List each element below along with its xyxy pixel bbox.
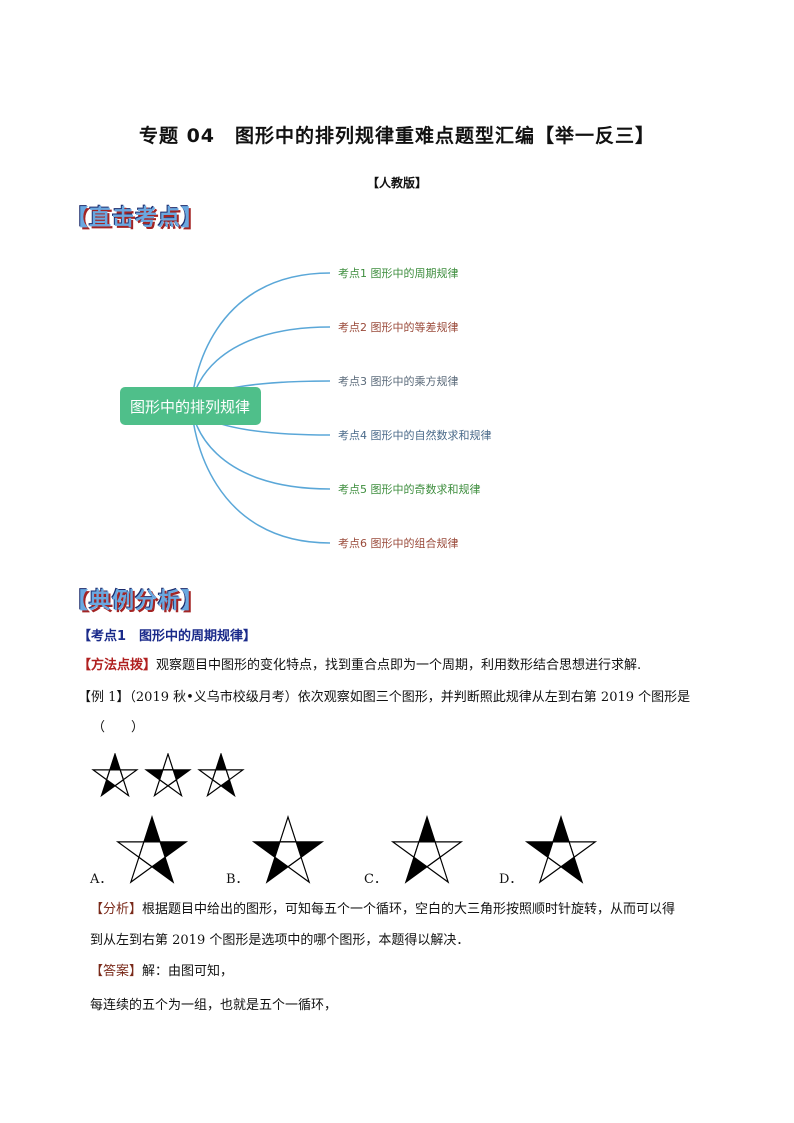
example-line-2: （ ） <box>92 720 145 735</box>
option-c-star <box>390 815 464 884</box>
answer-tag: 【答案】 <box>90 964 143 979</box>
option-a-star <box>115 815 189 884</box>
star-figure-1 <box>91 753 139 798</box>
analysis-tag: 【分析】 <box>90 902 143 917</box>
mindmap-center-box <box>120 387 261 425</box>
mindmap-branch-line <box>191 272 331 407</box>
answer-line-2: 每连续的五个为一组，也就是五个一循环， <box>90 998 338 1013</box>
option-b-star <box>251 815 325 884</box>
page-title: 专题 04 图形中的排列规律重难点题型汇编【举一反三】 <box>138 125 656 147</box>
option-stars <box>115 815 598 884</box>
mindmap-branch-line <box>191 405 331 544</box>
kaodian-1-heading: 【考点1 图形中的周期规律】 <box>78 629 257 644</box>
mindmap-item-5: 考点5 图形中的奇数求和规律 <box>338 482 481 496</box>
mindmap-item-3: 考点3 图形中的乘方规律 <box>338 374 459 388</box>
mindmap-item-6: 考点6 图形中的组合规律 <box>338 536 459 550</box>
mindmap-item-2: 考点2 图形中的等差规律 <box>338 320 459 334</box>
section-example-analysis: 【典例分析】 <box>66 589 205 614</box>
star-sequence <box>91 753 245 798</box>
analysis-text-2: 到从左到右第 2019 个图形是选项中的哪个图形，本题得以解决． <box>90 933 470 948</box>
section-direct-points: 【直击考点】 <box>66 206 205 231</box>
method-text: 观察题目中图形的变化特点，找到重合点即为一个周期，利用数形结合思想进行求解. <box>156 658 642 673</box>
analysis-text-1: 根据题目中给出的图形，可知每五个一个循环，空白的大三角形按照顺时针旋转，从而可以… <box>142 902 676 917</box>
option-a-label: A． <box>90 872 113 887</box>
method-tag: 【方法点拨】 <box>78 658 157 673</box>
analysis-paragraph: 【分析】根据题目中给出的图形，可知每五个一个循环，空白的大三角形按照顺时针旋转，… <box>90 900 675 920</box>
option-b-label: B． <box>226 872 249 887</box>
star-figure-3 <box>197 753 245 798</box>
edition-label: 【人教版】 <box>366 176 427 190</box>
mindmap-item-1: 考点1 图形中的周期规律 <box>338 266 459 280</box>
option-c-label: C． <box>364 872 387 887</box>
example-line-1: 【例 1】（2019 秋•义乌市校级月考）依次观察如图三个图形，并判断照此规律从… <box>78 690 691 705</box>
mindmap-item-4: 考点4 图形中的自然数求和规律 <box>338 428 492 442</box>
mindmap-center-label: 图形中的排列规律 <box>130 398 250 416</box>
answer-paragraph: 【答案】解：由图可知， <box>90 962 233 982</box>
method-paragraph: 【方法点拨】观察题目中图形的变化特点，找到重合点即为一个周期，利用数形结合思想进… <box>78 656 641 676</box>
option-d-star <box>524 815 598 884</box>
option-d-label: D． <box>499 872 523 887</box>
answer-text: 解：由图可知， <box>142 964 234 979</box>
star-figure-2 <box>144 753 192 798</box>
